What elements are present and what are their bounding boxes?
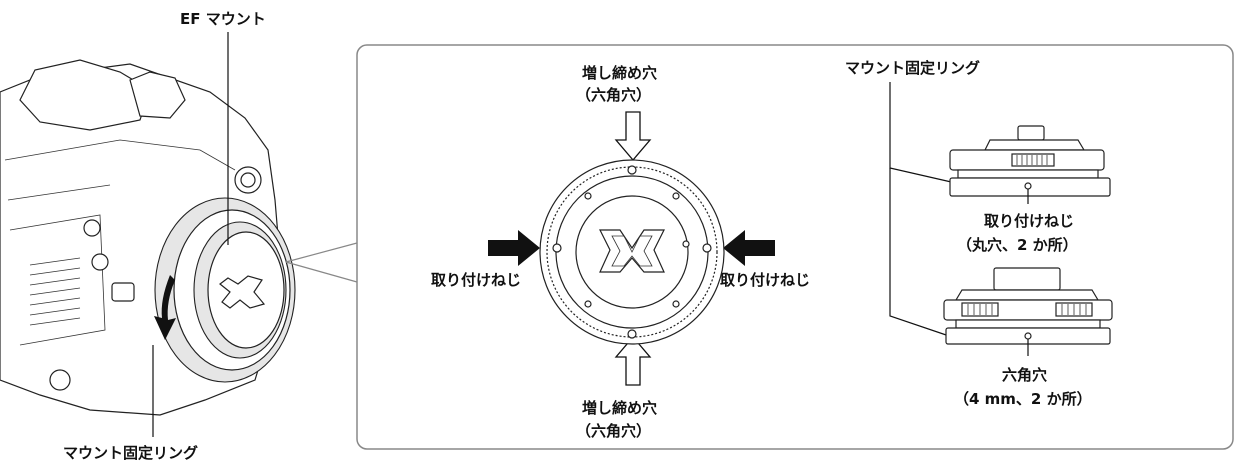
zoom-connector-top (285, 242, 358, 263)
ring-top-right-label: マウント固定リング (845, 59, 980, 77)
hole-bottom-label-line1: 増し締め穴 (582, 399, 657, 417)
hollow-arrow-down-icon (614, 111, 652, 162)
mount-side-view-upper (949, 125, 1111, 197)
side-hex-label-line2: （4 mm、2 か所） (954, 390, 1092, 408)
ring-bottom-left-label: マウント固定リング (63, 444, 198, 462)
side-vents (29, 257, 81, 326)
mount-side-view-lower (943, 267, 1113, 345)
hole-top-label-line1: 増し締め穴 (582, 64, 657, 82)
mount-front-view (539, 159, 725, 345)
side-hex-label-line1: 六角穴 (1002, 366, 1047, 384)
hole-top-label-line2: （六角穴） (576, 86, 651, 104)
ef-mount-ring-illustration (154, 197, 296, 383)
hole-bottom-label-line2: （六角穴） (576, 422, 651, 440)
ring-top-right-leader-lower (889, 168, 956, 339)
mount-logo-icon (219, 275, 266, 309)
camera-body-illustration (0, 59, 296, 416)
ef-mount-label: EF マウント (180, 10, 266, 28)
filled-arrow-right-icon (488, 230, 540, 266)
hollow-arrow-up-icon (614, 335, 652, 386)
zoom-connector-bottom (285, 261, 358, 283)
screw-left-label: 取り付けねじ (431, 271, 521, 289)
screw-right-label: 取り付けねじ (720, 271, 810, 289)
side-screw-label-line2: （丸穴、2 か所） (957, 236, 1078, 254)
filled-arrow-left-icon (723, 230, 775, 266)
mount-logo-icon (599, 229, 665, 273)
rotation-arrow-icon (154, 275, 176, 340)
side-screw-label-line1: 取り付けねじ (984, 212, 1074, 230)
